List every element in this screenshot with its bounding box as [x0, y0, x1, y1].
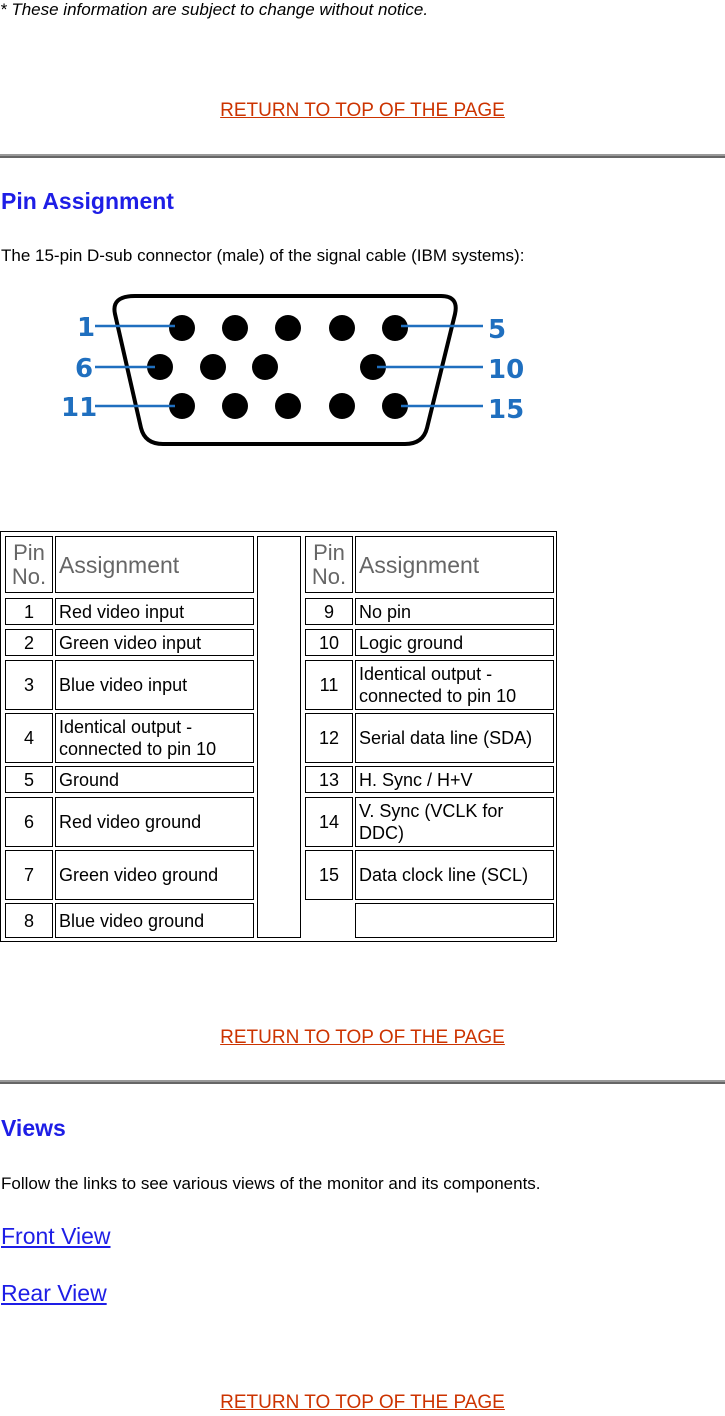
label-pin-1: 1 [77, 313, 95, 343]
header-assignment-right: Assignment [355, 536, 554, 593]
left-pin-cell: 3 [5, 660, 53, 710]
connector-shell [112, 294, 458, 446]
right-assignment-cell: Identical output - connected to pin 10 [355, 660, 554, 710]
pin-7 [200, 354, 226, 380]
pin-15 [382, 393, 408, 419]
pin-12 [222, 393, 248, 419]
leader-lines [95, 324, 483, 408]
pin-10 [360, 354, 386, 380]
pin-row-1 [169, 315, 408, 341]
header-pin-no-right: Pin No. [305, 536, 353, 593]
pin-14 [329, 393, 355, 419]
views-heading: Views [1, 1115, 66, 1141]
right-pin-cell: 14 [305, 797, 353, 847]
right-assignment-cell: No pin [355, 598, 554, 625]
left-pin-cell: 2 [5, 629, 53, 656]
dsub-connector-diagram: 1 6 11 5 10 15 [61, 294, 524, 446]
header-pin-no-left: Pin No. [5, 536, 53, 593]
left-assignment-cell: Blue video ground [55, 903, 254, 938]
pin-11 [169, 393, 195, 419]
return-to-top-link[interactable]: RETURN TO TOP OF THE PAGE [220, 1027, 505, 1048]
pin-row-2 [147, 354, 386, 380]
right-assignment-cell: Serial data line (SDA) [355, 713, 554, 763]
pin-assignment-table: Pin No. Assignment Pin No. Assignment 1 … [0, 531, 557, 942]
left-pin-cell: 7 [5, 850, 53, 900]
notice-text: * These information are subject to chang… [0, 0, 429, 19]
right-pin-cell: 11 [305, 660, 353, 710]
right-pin-cell: 12 [305, 713, 353, 763]
label-pin-5: 5 [488, 315, 506, 345]
left-pin-cell: 1 [5, 598, 53, 625]
left-pin-cell: 4 [5, 713, 53, 763]
right-assignment-cell: V. Sync (VCLK for DDC) [355, 797, 554, 847]
left-assignment-cell: Green video input [55, 629, 254, 656]
left-pin-cell: 5 [5, 766, 53, 793]
right-pin-cell: 15 [305, 850, 353, 900]
label-pin-10: 10 [488, 355, 524, 385]
left-assignment-cell: Red video input [55, 598, 254, 625]
pin-labels: 1 6 11 5 10 15 [61, 313, 524, 425]
left-pin-cell: 8 [5, 903, 53, 938]
pin-4 [329, 315, 355, 341]
right-empty-cell [355, 903, 554, 938]
left-assignment-cell: Identical output - connected to pin 10 [55, 713, 254, 763]
pin-13 [275, 393, 301, 419]
label-pin-6: 6 [75, 354, 93, 384]
right-assignment-cell: Data clock line (SCL) [355, 850, 554, 900]
label-pin-15: 15 [488, 395, 524, 425]
right-pin-cell: 13 [305, 766, 353, 793]
divider [0, 154, 725, 158]
left-assignment-cell: Green video ground [55, 850, 254, 900]
left-assignment-cell: Ground [55, 766, 254, 793]
divider [0, 1080, 725, 1084]
left-assignment-cell: Red video ground [55, 797, 254, 847]
right-pin-cell: 9 [305, 598, 353, 625]
pin-assignment-heading: Pin Assignment [1, 188, 174, 214]
pin-6 [147, 354, 173, 380]
right-assignment-cell: H. Sync / H+V [355, 766, 554, 793]
right-pin-cell: 10 [305, 629, 353, 656]
views-description: Follow the links to see various views of… [1, 1174, 541, 1193]
pin-assignment-description: The 15-pin D-sub connector (male) of the… [1, 246, 525, 265]
left-pin-cell: 6 [5, 797, 53, 847]
pin-8 [252, 354, 278, 380]
header-assignment-left: Assignment [55, 536, 254, 593]
rear-view-link[interactable]: Rear View [1, 1280, 107, 1306]
right-assignment-cell: Logic ground [355, 629, 554, 656]
pin-row-3 [169, 393, 408, 419]
pin-5 [382, 315, 408, 341]
pin-2 [222, 315, 248, 341]
left-assignment-cell: Blue video input [55, 660, 254, 710]
return-to-top-link[interactable]: RETURN TO TOP OF THE PAGE [220, 1392, 505, 1413]
table-spacer-column [257, 536, 301, 938]
pin-3 [275, 315, 301, 341]
front-view-link[interactable]: Front View [1, 1223, 111, 1249]
return-to-top-link[interactable]: RETURN TO TOP OF THE PAGE [220, 100, 505, 121]
label-pin-11: 11 [61, 393, 97, 423]
pin-1 [169, 315, 195, 341]
